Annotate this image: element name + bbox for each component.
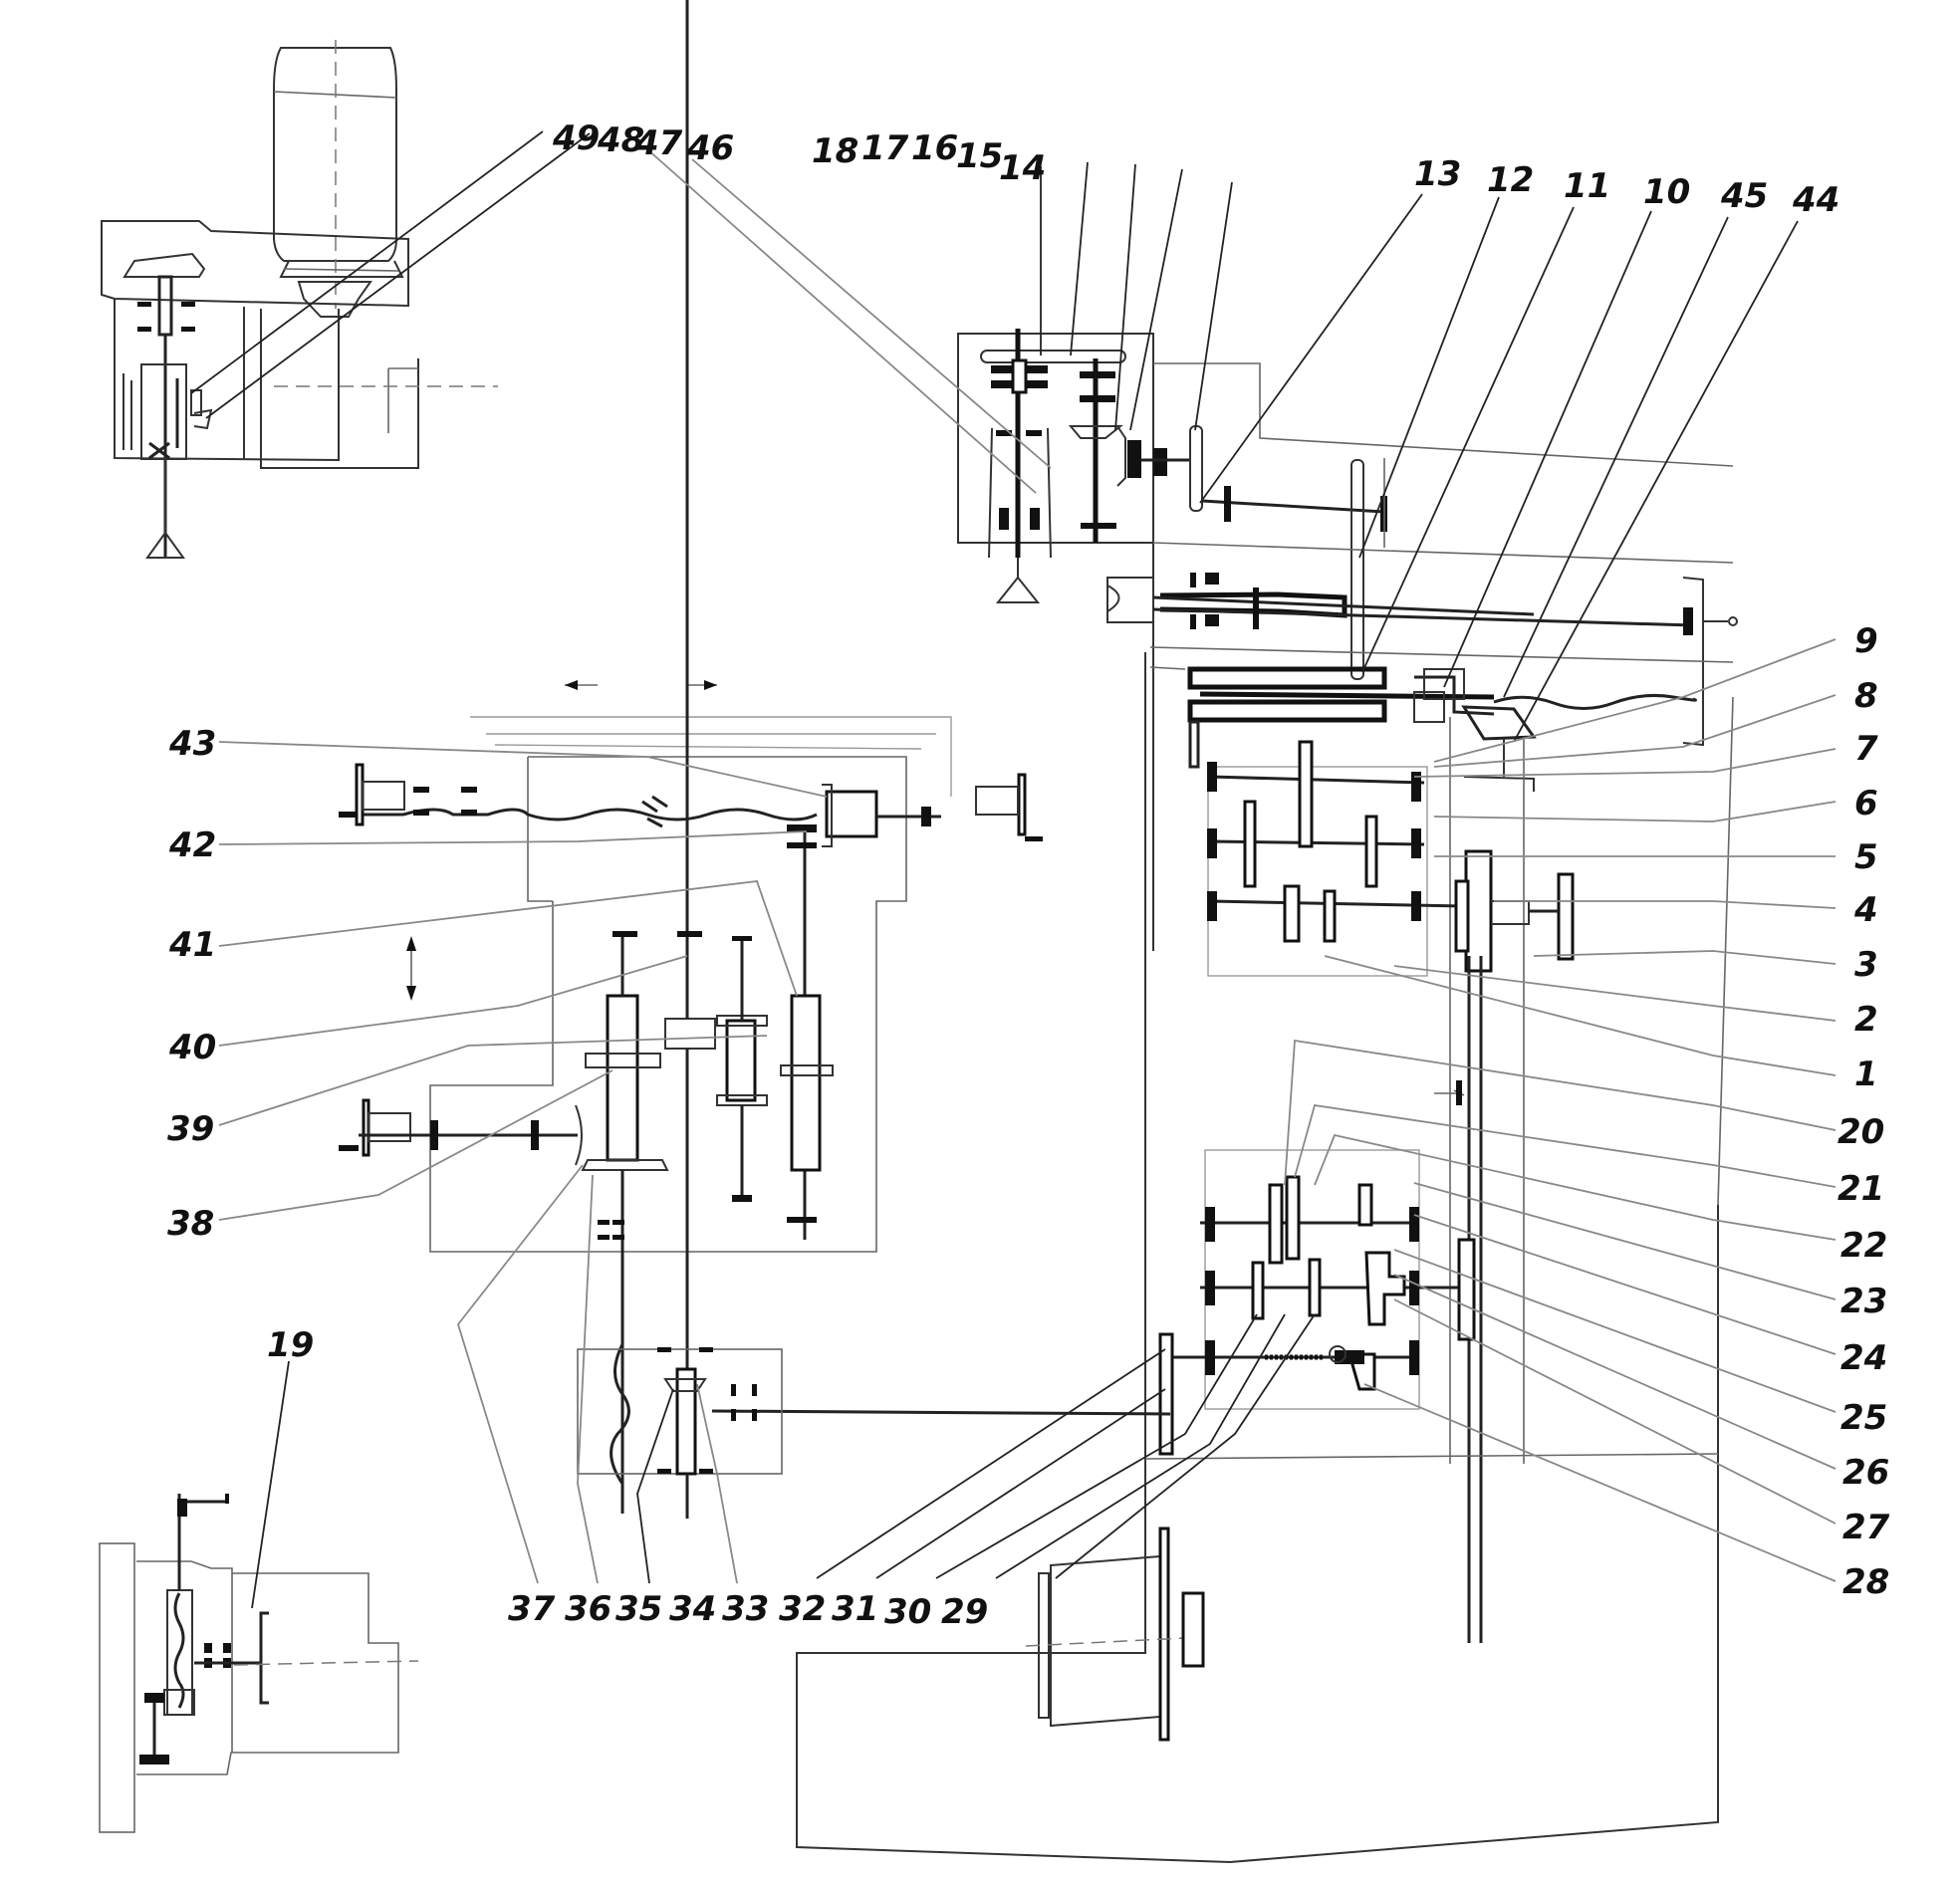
vertical-head-assembly xyxy=(101,40,498,559)
knee-lower-gearbox xyxy=(577,1347,783,1519)
label-49: 49 xyxy=(552,118,600,158)
spindle-gearbox xyxy=(957,329,1738,951)
label-48: 48 xyxy=(597,120,644,160)
label-7: 7 xyxy=(1854,729,1878,769)
label-16: 16 xyxy=(911,128,958,168)
label-44: 44 xyxy=(1792,180,1839,220)
label-32: 32 xyxy=(779,1589,826,1629)
label-22: 22 xyxy=(1840,1226,1887,1266)
label-21: 21 xyxy=(1838,1169,1884,1209)
label-25: 25 xyxy=(1840,1398,1887,1438)
label-39: 39 xyxy=(167,1109,214,1149)
label-37: 37 xyxy=(508,1589,556,1629)
spindle-sleeve-lower xyxy=(1187,699,1387,723)
label-24: 24 xyxy=(1840,1338,1887,1378)
label-31: 31 xyxy=(832,1589,878,1629)
label-41: 41 xyxy=(168,925,216,965)
label-35: 35 xyxy=(615,1589,662,1629)
bevel-gear-motor xyxy=(297,281,372,318)
gear-4 xyxy=(1464,849,1493,973)
motor-pulley xyxy=(1181,1591,1205,1668)
overarm-detail xyxy=(99,1494,419,1833)
nut-43 xyxy=(825,790,878,838)
clutch-block xyxy=(664,1018,716,1050)
label-29: 29 xyxy=(941,1592,988,1632)
handwheel-3 xyxy=(1557,872,1575,961)
label-5: 5 xyxy=(1854,837,1878,877)
bearings-head xyxy=(137,302,195,332)
main-spindle-housing xyxy=(1106,577,1154,623)
label-19: 19 xyxy=(267,1325,314,1365)
label-8: 8 xyxy=(1854,676,1878,716)
label-2: 2 xyxy=(1854,1000,1878,1040)
gear-block-7 xyxy=(1298,740,1314,848)
label-17: 17 xyxy=(861,128,909,168)
spindle-sleeve-upper xyxy=(1187,666,1387,690)
label-23: 23 xyxy=(1840,1282,1887,1321)
motor-body xyxy=(273,47,397,262)
screw-nut-39 xyxy=(790,994,822,1172)
label-33: 33 xyxy=(722,1589,769,1629)
label-3: 3 xyxy=(1854,945,1878,985)
label-14: 14 xyxy=(999,148,1046,188)
label-28: 28 xyxy=(1842,1562,1889,1602)
label-26: 26 xyxy=(1842,1453,1889,1493)
part-labels: 49 48 47 46 18 17 16 15 14 13 12 11 10 4… xyxy=(167,118,1890,1632)
label-13: 13 xyxy=(1414,154,1461,194)
spindle-cutter xyxy=(995,558,1041,603)
leader-lines xyxy=(190,130,1837,1609)
feed-gearbox-lower xyxy=(711,1149,1719,1460)
label-38: 38 xyxy=(167,1204,214,1244)
label-12: 12 xyxy=(1487,160,1534,200)
label-18: 18 xyxy=(812,131,858,171)
gear-block-26 xyxy=(1457,1238,1476,1341)
label-47: 47 xyxy=(634,123,683,163)
gear-13 xyxy=(1189,425,1203,512)
bevel-gear-35 xyxy=(675,1367,697,1476)
bevel-gear-head xyxy=(122,252,206,278)
table-knee-assembly xyxy=(339,0,1043,1514)
label-30: 30 xyxy=(884,1592,931,1632)
quill xyxy=(140,363,187,460)
label-36: 36 xyxy=(565,1589,612,1629)
label-15: 15 xyxy=(956,136,1003,176)
label-9: 9 xyxy=(1854,621,1878,661)
main-motor xyxy=(1025,1527,1205,1742)
label-4: 4 xyxy=(1853,890,1878,930)
label-40: 40 xyxy=(168,1028,216,1067)
label-45: 45 xyxy=(1720,176,1768,216)
label-46: 46 xyxy=(686,128,734,168)
label-10: 10 xyxy=(1643,172,1690,212)
label-11: 11 xyxy=(1564,166,1610,206)
label-1: 1 xyxy=(1854,1055,1878,1094)
label-20: 20 xyxy=(1838,1112,1884,1152)
gear-17 xyxy=(980,350,1126,363)
bevel-gear-15 xyxy=(1116,425,1126,487)
vertical-screw-nut xyxy=(606,994,639,1162)
handwheel-right xyxy=(1017,773,1027,836)
label-34: 34 xyxy=(669,1589,716,1629)
spindle-tool xyxy=(145,458,185,559)
label-6: 6 xyxy=(1854,784,1878,823)
gear-33 xyxy=(1158,1332,1174,1456)
column-feed-gearbox xyxy=(796,646,1734,1864)
label-27: 27 xyxy=(1842,1508,1890,1547)
head-housing xyxy=(101,220,409,308)
gear-12 xyxy=(1350,459,1364,680)
label-43: 43 xyxy=(168,724,216,764)
label-42: 42 xyxy=(168,825,216,865)
